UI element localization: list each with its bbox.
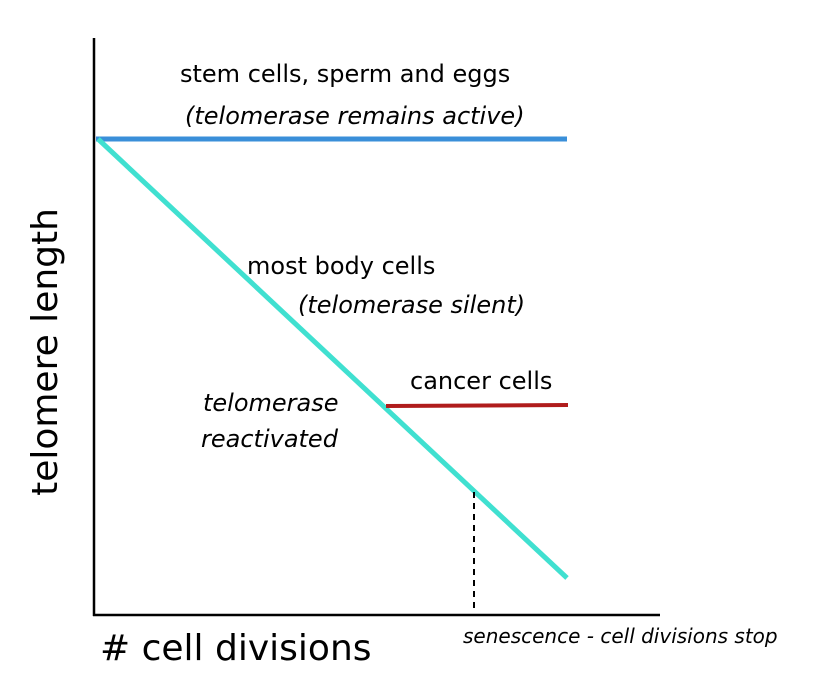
cancer-cells-line bbox=[385, 403, 569, 408]
body-cells-note: (telomerase silent) bbox=[298, 291, 525, 319]
stem-cells-label: stem cells, sperm and eggs bbox=[180, 60, 510, 88]
cancer-cells-label: cancer cells bbox=[410, 367, 552, 395]
x-axis-label: # cell divisions bbox=[100, 628, 372, 669]
telomerase-reactivated-label-line2: reactivated bbox=[201, 425, 339, 453]
y-axis-label: telomere length bbox=[25, 208, 66, 496]
body-cells-line bbox=[96, 137, 569, 580]
body-cells-label: most body cells bbox=[247, 252, 435, 280]
telomerase-reactivated-label-line1: telomerase bbox=[203, 389, 339, 417]
senescence-label: senescence - cell divisions stop bbox=[463, 624, 778, 648]
stem-cells-note: (telomerase remains active) bbox=[185, 102, 525, 130]
